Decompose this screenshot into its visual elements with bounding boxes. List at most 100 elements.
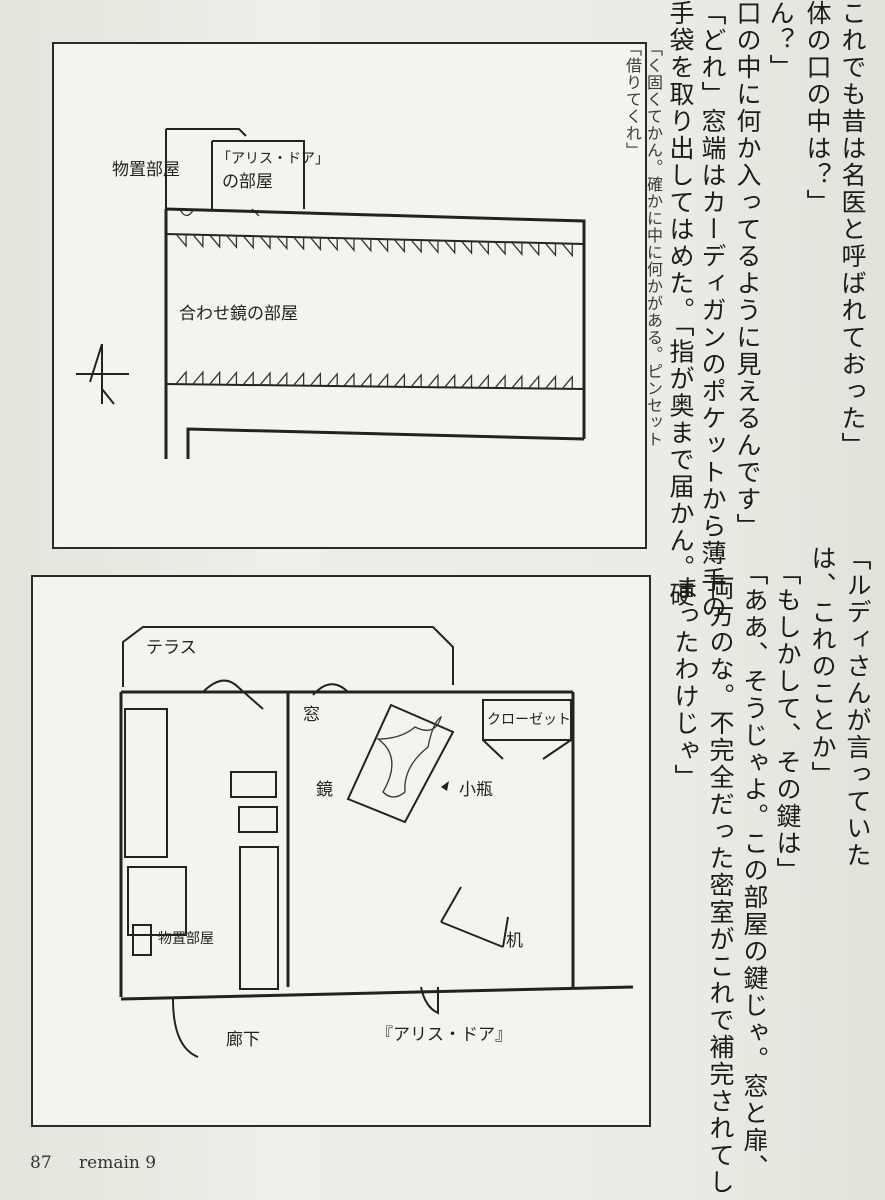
mirror-zigzag-tooth: [511, 241, 523, 257]
mirror-zigzag-tooth: [561, 243, 573, 258]
label-terrace: テラス: [146, 638, 197, 658]
floor-plan-bottom-drawing: [119, 626, 634, 1058]
mirror-zigzag-tooth: [326, 237, 338, 252]
mirror-zigzag-tooth: [528, 374, 540, 389]
mirror-zigzag-tooth: [293, 371, 305, 386]
text-column-10: 「ああ、そうじゃよ。この部屋の鍵じゃ。窓と扉、: [740, 560, 769, 1181]
corridor-door-swing: [172, 998, 199, 1058]
mirror-zigzag-tooth: [494, 374, 506, 389]
mirror-zigzag-tooth: [360, 238, 372, 253]
terrace-outline: [122, 626, 454, 687]
label-mirror: 鏡: [316, 780, 333, 800]
mirror-zigzag-tooth: [343, 372, 355, 387]
label-storage-room: 物置部屋: [112, 160, 180, 180]
mirror-zigzag-tooth: [377, 372, 389, 387]
storage-shelf-tall: [124, 708, 168, 858]
mirror-zigzag-tooth: [259, 235, 271, 250]
label-alice-room-2: の部屋: [222, 172, 273, 192]
mirror-room-top-right-wall: [165, 207, 586, 439]
mirror-zigzag-tooth: [544, 242, 557, 257]
text-column-6: 手袋を取り出してはめた。「指が奥まで届かん。硬: [666, 0, 695, 609]
text-column-12: まったわけじゃ」: [671, 575, 700, 791]
mirror-zigzag-tooth: [528, 242, 540, 257]
mirror-silhouette: [375, 715, 443, 798]
closet-box: [482, 699, 572, 741]
mirror-zigzag-tooth: [460, 240, 473, 255]
alice-door-swing: [420, 986, 439, 1015]
text-column-1: これでも昔は名医と呼ばれておった」: [838, 0, 867, 459]
desk-shape: [440, 886, 509, 948]
alice-room-outline: [212, 140, 305, 209]
mirror-zigzag-tooth: [326, 372, 338, 387]
mirror-zigzag-tooth: [276, 371, 288, 386]
south-wall: [120, 985, 634, 1001]
text-column-4: 口の中に何か入ってるように見えるんです」: [733, 0, 762, 540]
page-footer: 87 remain 9: [30, 1153, 178, 1173]
page-number: 87: [30, 1153, 52, 1173]
text-column-3: ん？」: [766, 0, 795, 81]
mirror-zigzag-tooth: [209, 370, 221, 385]
mirror-zigzag-tooth: [209, 234, 221, 249]
terrace-door-swing-left: [202, 679, 264, 710]
chapter-title: remain 9: [79, 1153, 157, 1173]
mirror-zigzag-tooth: [225, 370, 238, 386]
storage-crate-2: [238, 806, 278, 833]
text-column-2: 体の口の中は？」: [803, 0, 832, 216]
faint-text-column-2: 「借りてくれ」: [623, 40, 642, 159]
mirror-zigzag-tooth: [309, 236, 322, 252]
mirror-zigzag-tooth: [192, 370, 204, 385]
label-small-bottle: 小瓶: [459, 780, 493, 800]
mirror-room-bottom-wall: [186, 427, 585, 459]
text-column-7: 「ルディさんが言っていた: [843, 545, 872, 869]
mirror-zigzag-tooth: [225, 234, 238, 250]
text-column-9: 「もしかして、その鍵は」: [773, 560, 802, 884]
floor-plan-bottom: テラス 窓 クローゼット 鏡 小瓶 物置部屋 机 廊下 『アリス・ドア』: [31, 575, 651, 1127]
mirror-zigzag-tooth: [477, 241, 489, 256]
upper-mirror-line: [165, 233, 585, 245]
mirror-zigzag-tooth: [192, 233, 204, 249]
lower-mirror-zigzag: [175, 370, 573, 390]
small-bottle-mark: [441, 781, 449, 791]
label-corridor: 廊下: [226, 1030, 260, 1050]
mirror-zigzag-tooth: [377, 238, 389, 253]
closet-doors: [482, 739, 572, 760]
mirror-zigzag-tooth: [175, 370, 187, 385]
mirror-frame: [346, 703, 455, 824]
text-column-5: 「どれ」窓端はカーディガンのポケットから薄手の: [698, 0, 727, 621]
mirror-zigzag-tooth: [276, 236, 288, 251]
text-column-8: は、これのことか」: [808, 545, 837, 788]
mirror-zigzag-tooth: [360, 372, 372, 387]
mirror-zigzag-tooth: [561, 375, 573, 390]
label-desk: 机: [506, 931, 523, 951]
mirror-zigzag-tooth: [410, 239, 422, 254]
storage-room-top-wall: [166, 128, 247, 137]
mirror-zigzag-tooth: [293, 236, 305, 251]
label-alice-door: 『アリス・ドア』: [376, 1025, 512, 1045]
mirror-zigzag-tooth: [427, 239, 439, 255]
compass-mark: [76, 343, 129, 405]
mirror-zigzag-tooth: [393, 238, 406, 254]
mirror-zigzag-tooth: [175, 233, 187, 248]
label-closet: クローゼット: [487, 712, 571, 728]
mirror-zigzag-tooth: [444, 240, 456, 255]
mirror-zigzag-tooth: [511, 374, 523, 389]
mirror-zigzag-tooth: [242, 235, 254, 250]
lower-mirror-line: [165, 383, 585, 390]
mirror-zigzag-tooth: [393, 372, 406, 388]
mirror-zigzag-tooth: [427, 373, 439, 388]
label-alice-room-1: 「アリス・ドア」: [217, 151, 329, 167]
storage-shelf-long: [239, 846, 279, 990]
floor-plan-top-drawing: [76, 128, 586, 459]
upper-mirror-zigzag: [175, 233, 573, 258]
mirror-zigzag-tooth: [494, 241, 506, 256]
label-storage-room: 物置部屋: [158, 931, 214, 947]
mirror-zigzag-tooth: [544, 374, 557, 390]
mirror-zigzag-tooth: [444, 373, 456, 388]
faint-text-column-1: 「く固くてかん。確かに中に何かがある。ピンセット: [644, 40, 663, 448]
mirror-zigzag-tooth: [343, 237, 355, 252]
text-column-11: 両方のな。不完全だった密室がこれで補完されてし: [706, 575, 735, 1196]
mirror-zigzag-tooth: [410, 373, 422, 388]
mirror-zigzag-tooth: [309, 371, 322, 387]
mirror-zigzag-tooth: [259, 371, 271, 386]
label-window: 窓: [303, 705, 320, 725]
